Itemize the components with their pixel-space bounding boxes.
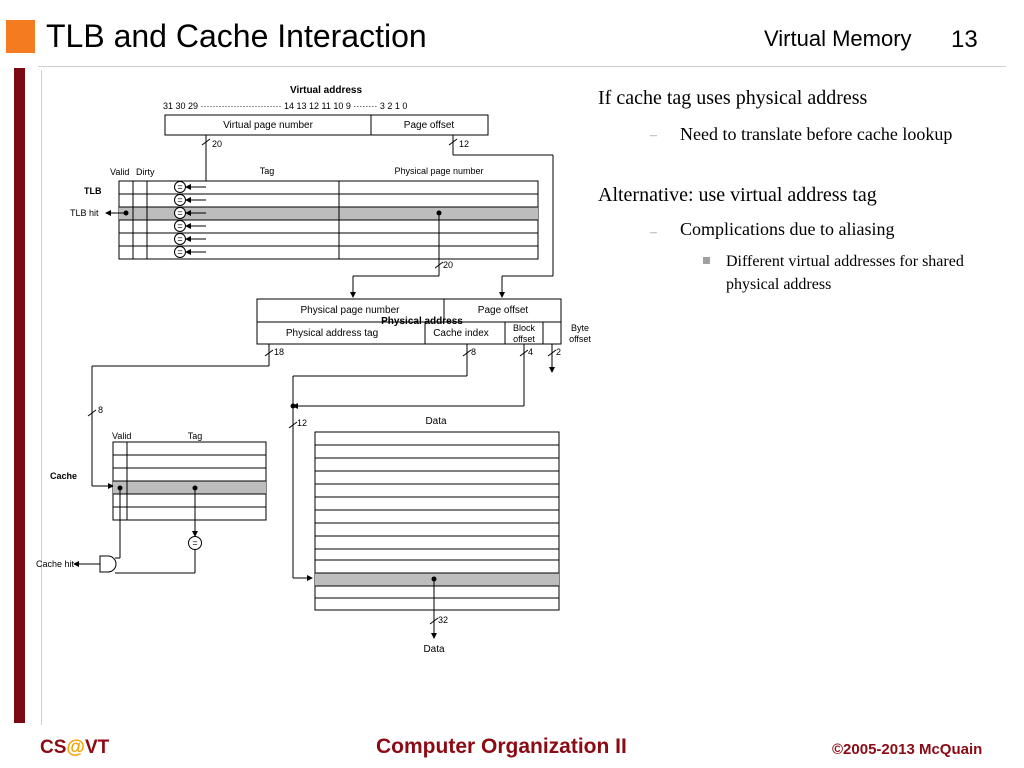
width-2: 2 xyxy=(556,347,561,357)
tlb-label: TLB xyxy=(84,186,102,196)
dash-marker: – xyxy=(650,128,657,143)
width-8: 8 xyxy=(471,347,476,357)
width-8b: 8 xyxy=(98,405,103,415)
cache-valid-head: Valid xyxy=(112,431,131,441)
bullet-aliasing: Complications due to aliasing xyxy=(680,219,895,239)
pa-title: Physical address xyxy=(381,316,463,327)
footer-copyright: ©2005-2013 McQuain xyxy=(832,741,983,758)
vpn-label: Virtual page number xyxy=(223,120,314,131)
pa-tag-label: Physical address tag xyxy=(286,328,378,339)
left-divider xyxy=(41,70,42,725)
bullet-shared-address: Different virtual addresses for shared p… xyxy=(726,253,964,293)
width-20: 20 xyxy=(212,139,222,149)
footer-course: Computer Organization II xyxy=(376,735,627,758)
bullet-physical-tag: If cache tag uses physical address xyxy=(598,87,868,109)
comparator-1: = xyxy=(177,182,182,192)
title-accent-square xyxy=(6,20,35,53)
section-name: Virtual Memory xyxy=(764,26,912,51)
va-title: Virtual address xyxy=(290,85,363,96)
cache-index-label: Cache index xyxy=(433,328,489,339)
tlb-cache-diagram: Virtual address 31 30 29 ···············… xyxy=(36,85,591,655)
va-bit-numbers: 31 30 29 ··························· 14 … xyxy=(163,101,407,111)
dash-marker: – xyxy=(650,225,657,240)
comparator-4: = xyxy=(177,221,182,231)
tlb-dirty-head: Dirty xyxy=(136,167,155,177)
block-label: Block xyxy=(513,323,536,333)
byte-label: Byte xyxy=(571,323,589,333)
left-accent-bar xyxy=(14,68,25,723)
page-number: 13 xyxy=(951,26,978,53)
width-4: 4 xyxy=(528,347,533,357)
pa-offset-label: Page offset xyxy=(478,305,529,316)
footer-at: @ xyxy=(66,737,85,758)
tlb-valid-head: Valid xyxy=(110,167,129,177)
title-divider xyxy=(38,66,1006,67)
data-out-label: Data xyxy=(423,644,445,655)
cache-comparator: = xyxy=(192,538,197,548)
width-32: 32 xyxy=(438,615,448,625)
virtual-address-box xyxy=(164,114,489,136)
bullet-translate-first: Need to translate before cache lookup xyxy=(680,124,953,144)
comparator-3: = xyxy=(177,208,182,218)
cache-label: Cache xyxy=(50,471,77,481)
width-20b: 20 xyxy=(443,260,453,270)
tlb-ppn-head: Physical page number xyxy=(394,166,483,176)
page-offset-label: Page offset xyxy=(404,120,455,131)
tlb-tag-head: Tag xyxy=(260,166,275,176)
width-18: 18 xyxy=(274,347,284,357)
cache-tag-head: Tag xyxy=(188,431,203,441)
cache-hit-label: Cache hit xyxy=(36,559,75,569)
comparator-6: = xyxy=(177,247,182,257)
square-bullet-icon xyxy=(703,257,710,264)
comparator-5: = xyxy=(177,234,182,244)
width-12: 12 xyxy=(459,139,469,149)
comparator-2: = xyxy=(177,195,182,205)
tlb-hit-label: TLB hit xyxy=(70,208,99,218)
block-offset-label: offset xyxy=(513,334,535,344)
footer-org: CS@VT xyxy=(40,737,109,759)
bullet-virtual-tag: Alternative: use virtual address tag xyxy=(598,184,877,206)
footer-cs: CS xyxy=(40,737,67,758)
slide-title: TLB and Cache Interaction xyxy=(46,18,427,54)
data-head: Data xyxy=(425,416,447,427)
byte-offset-label: offset xyxy=(569,334,591,344)
footer-vt: VT xyxy=(84,737,110,758)
pa-ppn-label: Physical page number xyxy=(301,305,401,316)
width-12b: 12 xyxy=(297,418,307,428)
